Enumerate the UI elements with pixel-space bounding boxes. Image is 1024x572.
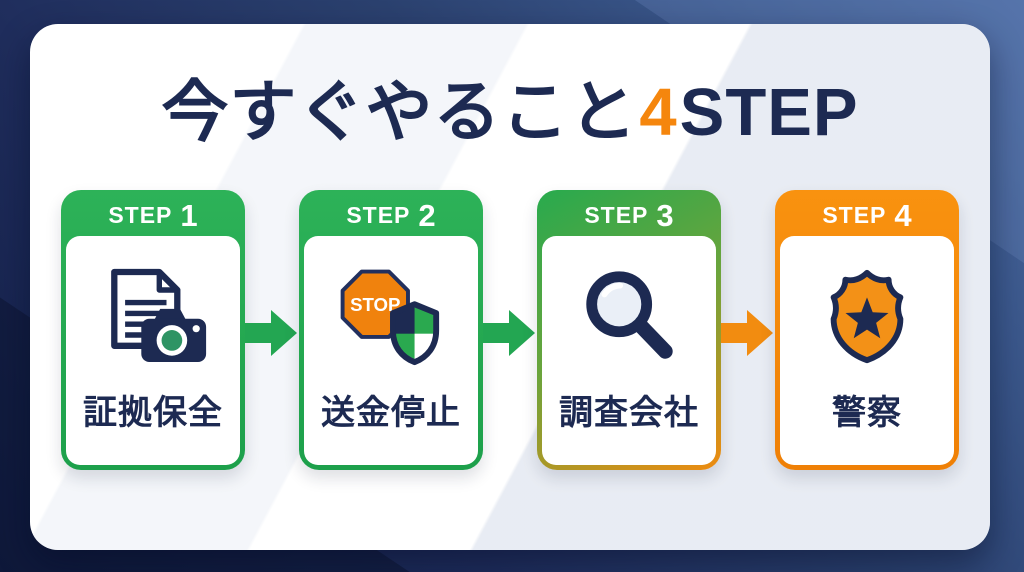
step-2-label: 送金停止 [321, 394, 461, 432]
step-1-header-label: STEP [108, 202, 173, 228]
step-card-3: STEP 3 調査会社 [537, 190, 721, 470]
arrow-right-icon [721, 304, 775, 362]
magnifier-icon [570, 263, 688, 371]
step-3-number: 3 [656, 198, 674, 233]
stop-text: STOP [350, 294, 400, 315]
step-card-1: STEP 1 [61, 190, 245, 470]
step-1-number: 1 [180, 198, 198, 233]
step-4-header-label: STEP [822, 202, 887, 228]
step-4-number: 4 [894, 198, 912, 233]
arrow-right-icon [483, 304, 537, 362]
page-title: 今すぐやること4STEP [30, 58, 990, 155]
step-1-body: 証拠保全 [66, 236, 240, 465]
step-4-header: STEP 4 [780, 195, 954, 236]
step-2-header-label: STEP [346, 202, 411, 228]
title-highlight-number: 4 [639, 75, 678, 150]
step-card-4: STEP 4 警察 [775, 190, 959, 470]
step-3-header-label: STEP [584, 202, 649, 228]
step-4-label: 警察 [832, 394, 902, 432]
title-suffix: STEP [679, 75, 859, 150]
step-3-label: 調査会社 [559, 394, 699, 432]
stop-shield-icon: STOP [332, 263, 450, 371]
step-3-header: STEP 3 [542, 195, 716, 236]
steps-row: STEP 1 [30, 190, 990, 470]
step-2-body: STOP 送金停止 [304, 236, 478, 465]
step-card-2: STEP 2 STOP [299, 190, 483, 470]
title-prefix: 今すぐやること [161, 75, 638, 150]
step-2-header: STEP 2 [304, 195, 478, 236]
document-camera-icon [94, 263, 212, 371]
step-4-body: 警察 [780, 236, 954, 465]
police-badge-icon [808, 263, 926, 371]
arrow-right-icon [245, 304, 299, 362]
step-1-label: 証拠保全 [83, 394, 223, 432]
step-3-body: 調査会社 [542, 236, 716, 465]
step-2-number: 2 [418, 198, 436, 233]
step-1-header: STEP 1 [66, 195, 240, 236]
